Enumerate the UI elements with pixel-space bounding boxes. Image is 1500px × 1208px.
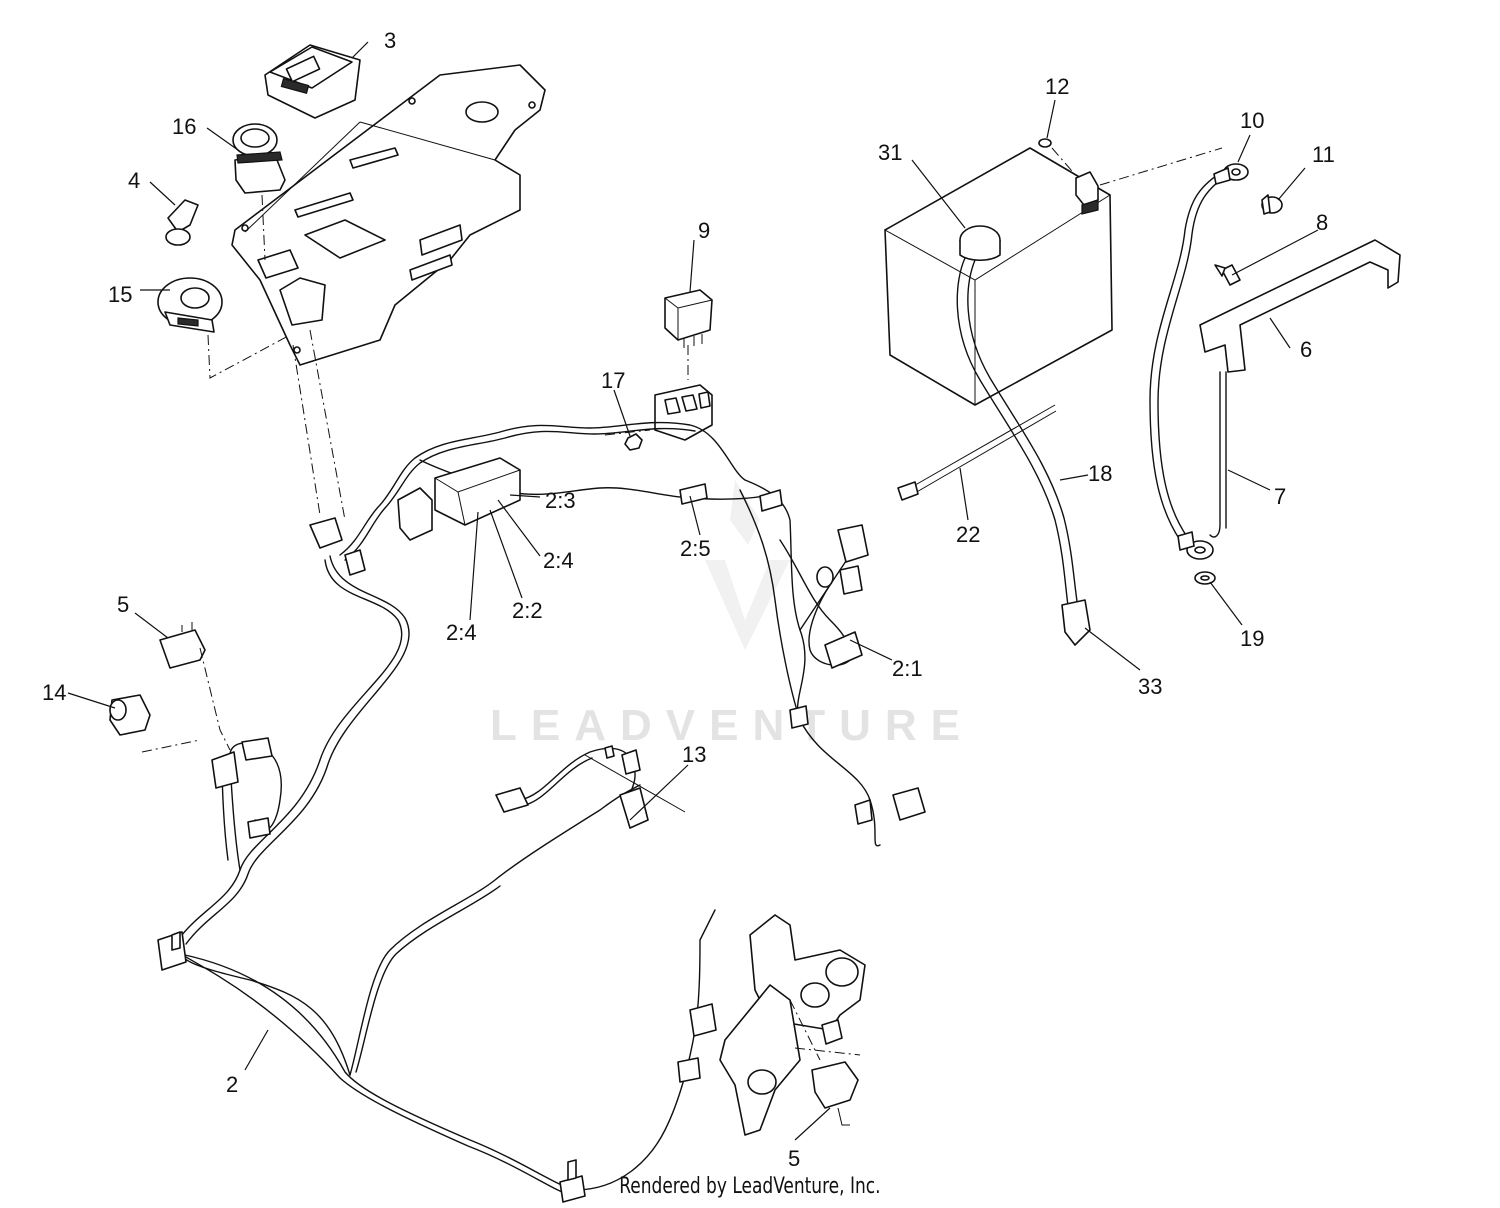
callout-10: 10 (1240, 108, 1264, 133)
safety-switch-lower (811, 1061, 859, 1126)
relay (664, 289, 713, 348)
callout-22: 22 (956, 522, 980, 547)
callout-19: 19 (1240, 626, 1264, 651)
render-credit-text: Rendered by LeadVenture, Inc. (619, 1174, 881, 1199)
positive-cable (956, 257, 1091, 646)
callout-15: 15 (108, 282, 132, 307)
harness-connectors (157, 457, 926, 1203)
callout-14: 14 (42, 680, 66, 705)
callout-2-3: 2:3 (545, 488, 576, 513)
callout-12: 12 (1045, 74, 1069, 99)
hex-nut (624, 433, 643, 451)
callout-2-4-left: 2:4 (446, 620, 477, 645)
callout-9: 9 (698, 218, 710, 243)
battery-hold-down (1199, 239, 1401, 373)
callout-17: 17 (601, 368, 625, 393)
sub-harness (495, 745, 686, 829)
callout-2-5: 2:5 (680, 536, 711, 561)
washer-12 (1038, 138, 1052, 148)
callout-6: 6 (1300, 337, 1312, 362)
j-rod (1209, 371, 1227, 538)
callout-2: 2 (226, 1072, 238, 1097)
callout-8: 8 (1316, 210, 1328, 235)
safety-switch-upper (159, 622, 206, 669)
render-credit: Rendered by LeadVenture, Inc. (0, 1174, 1500, 1199)
callout-11: 11 (1312, 142, 1335, 167)
callout-31: 31 (878, 140, 902, 165)
bolt-11 (1261, 194, 1283, 215)
leader-lines (67, 41, 1319, 1141)
cable-tie (897, 404, 1057, 501)
display-module (264, 44, 361, 119)
callout-3: 3 (384, 28, 396, 53)
callout-5-lower: 5 (788, 1146, 800, 1171)
callout-labels: 3 16 4 15 9 17 2:3 2:4 2:2 2:4 2:5 2:1 5… (42, 28, 1335, 1171)
callout-7: 7 (1274, 484, 1286, 509)
watermark-text: LEADVENTURE (490, 701, 974, 750)
wing-nut (1214, 264, 1241, 286)
washer-19 (1194, 571, 1216, 585)
callout-13: 13 (682, 742, 706, 767)
callout-4: 4 (128, 168, 140, 193)
callout-16: 16 (172, 114, 196, 139)
relay-socket (654, 384, 713, 441)
dash-panel-bracket (231, 64, 546, 366)
rotary-switch (232, 123, 286, 194)
callout-33: 33 (1138, 674, 1162, 699)
battery (884, 147, 1113, 406)
seat-switch (109, 694, 151, 736)
terminal-boot (959, 225, 1001, 262)
callout-2-1: 2:1 (892, 656, 923, 681)
callout-5-upper: 5 (117, 592, 129, 617)
callout-2-2: 2:2 (512, 598, 543, 623)
negative-cable (1149, 163, 1249, 560)
ignition-switch (157, 277, 223, 333)
watermark-logo (705, 480, 790, 650)
ignition-key (165, 199, 199, 246)
callout-2-4-right: 2:4 (543, 548, 574, 573)
callout-18: 18 (1088, 461, 1112, 486)
lh-control-bracket (719, 914, 866, 1136)
